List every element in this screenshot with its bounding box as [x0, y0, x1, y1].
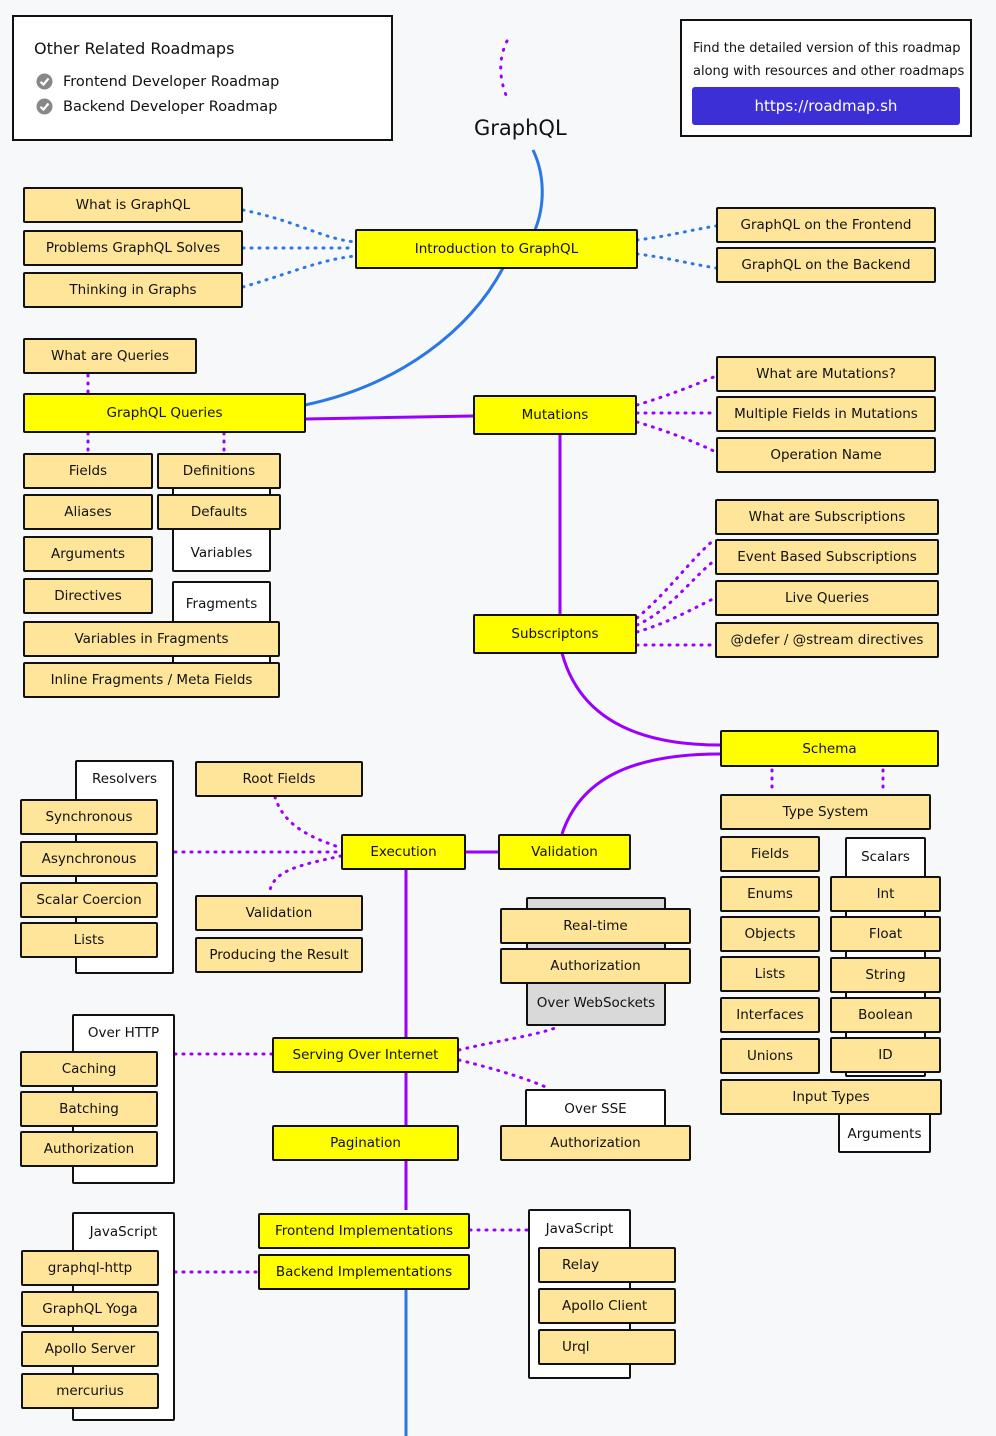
- variables-label: Variables: [190, 545, 253, 561]
- page-title: GraphQL: [474, 116, 567, 140]
- frontend-javascript-label: JavaScript: [545, 1221, 614, 1237]
- topic-apollo-server[interactable]: Apollo Server: [21, 1331, 159, 1367]
- related-roadmaps-heading: Other Related Roadmaps: [34, 39, 235, 58]
- related-roadmaps-panel: Other Related Roadmaps Frontend Develope…: [12, 15, 393, 141]
- topic-execution-validation[interactable]: Validation: [195, 895, 363, 931]
- topic-http-authorization[interactable]: Authorization: [20, 1131, 158, 1167]
- topic-graphql-on-backend[interactable]: GraphQL on the Backend: [716, 247, 936, 283]
- topic-producing-the-result[interactable]: Producing the Result: [195, 937, 363, 973]
- topic-int[interactable]: Int: [830, 876, 941, 912]
- topic-apollo-client[interactable]: Apollo Client: [538, 1288, 676, 1324]
- topic-input-types[interactable]: Input Types: [720, 1079, 942, 1115]
- topic-backend-implementations[interactable]: Backend Implementations: [258, 1254, 470, 1290]
- topic-arguments[interactable]: Arguments: [23, 536, 153, 572]
- topic-multiple-fields-in-mutations[interactable]: Multiple Fields in Mutations: [716, 396, 936, 432]
- topic-definitions[interactable]: Definitions: [157, 453, 281, 489]
- topic-urql[interactable]: Urql: [538, 1329, 676, 1365]
- topic-problems-graphql-solves[interactable]: Problems GraphQL Solves: [23, 230, 243, 266]
- topic-event-based-subscriptions[interactable]: Event Based Subscriptions: [715, 539, 939, 575]
- topic-sse-authorization[interactable]: Authorization: [500, 1125, 691, 1161]
- topic-inline-fragments[interactable]: Inline Fragments / Meta Fields: [23, 662, 280, 698]
- topic-frontend-implementations[interactable]: Frontend Implementations: [258, 1213, 470, 1249]
- topic-interfaces[interactable]: Interfaces: [720, 997, 820, 1033]
- topic-what-is-graphql[interactable]: What is GraphQL: [23, 187, 243, 223]
- topic-lists[interactable]: Lists: [720, 956, 820, 992]
- topic-synchronous[interactable]: Synchronous: [20, 799, 158, 835]
- topic-execution[interactable]: Execution: [341, 834, 466, 870]
- topic-what-are-mutations[interactable]: What are Mutations?: [716, 356, 936, 392]
- topic-type-system[interactable]: Type System: [720, 794, 931, 830]
- topic-graphql-queries[interactable]: GraphQL Queries: [23, 393, 306, 433]
- scalars-label: Scalars: [861, 849, 910, 865]
- topic-what-are-queries[interactable]: What are Queries: [23, 338, 197, 374]
- topic-enums[interactable]: Enums: [720, 876, 820, 912]
- topic-real-time[interactable]: Real-time: [500, 908, 691, 944]
- topic-graphql-http[interactable]: graphql-http: [21, 1250, 159, 1286]
- related-roadmap-label: Backend Developer Roadmap: [63, 98, 278, 115]
- topic-defer-stream-directives[interactable]: @defer / @stream directives: [715, 622, 939, 658]
- related-roadmap-link[interactable]: Backend Developer Roadmap: [36, 98, 277, 115]
- topic-fields[interactable]: Fields: [23, 453, 153, 489]
- topic-aliases[interactable]: Aliases: [23, 494, 153, 530]
- topic-graphql-yoga[interactable]: GraphQL Yoga: [21, 1291, 159, 1327]
- topic-unions[interactable]: Unions: [720, 1038, 820, 1074]
- promo-text-line: along with resources and other roadmaps: [693, 64, 965, 79]
- promo-text: Find the detailed version of this roadma…: [693, 37, 964, 83]
- backend-javascript-label: JavaScript: [89, 1224, 158, 1240]
- topic-relay[interactable]: Relay: [538, 1247, 676, 1283]
- topic-root-fields[interactable]: Root Fields: [195, 761, 363, 797]
- topic-id[interactable]: ID: [830, 1037, 941, 1073]
- topic-mutations[interactable]: Mutations: [473, 395, 637, 435]
- topic-batching[interactable]: Batching: [20, 1091, 158, 1127]
- topic-boolean[interactable]: Boolean: [830, 997, 941, 1033]
- topic-string[interactable]: String: [830, 957, 941, 993]
- check-circle-icon: [36, 98, 53, 115]
- topic-live-queries[interactable]: Live Queries: [715, 580, 939, 616]
- topic-directives[interactable]: Directives: [23, 578, 153, 614]
- fragments-label: Fragments: [185, 596, 258, 612]
- topic-operation-name[interactable]: Operation Name: [716, 437, 936, 473]
- topic-defaults[interactable]: Defaults: [157, 494, 281, 530]
- topic-asynchronous[interactable]: Asynchronous: [20, 841, 158, 877]
- topic-caching[interactable]: Caching: [20, 1051, 158, 1087]
- over-http-label: Over HTTP: [87, 1025, 160, 1041]
- topic-float[interactable]: Float: [830, 916, 941, 952]
- topic-what-are-subscriptions[interactable]: What are Subscriptions: [715, 499, 939, 535]
- topic-graphql-on-frontend[interactable]: GraphQL on the Frontend: [716, 207, 936, 243]
- promo-text-line: Find the detailed version of this roadma…: [693, 41, 961, 56]
- check-circle-icon: [36, 73, 53, 90]
- topic-introduction-to-graphql[interactable]: Introduction to GraphQL: [355, 229, 638, 269]
- over-sse-label: Over SSE: [564, 1101, 627, 1117]
- topic-serving-over-internet[interactable]: Serving Over Internet: [272, 1037, 459, 1073]
- topic-mercurius[interactable]: mercurius: [21, 1373, 159, 1409]
- related-roadmap-link[interactable]: Frontend Developer Roadmap: [36, 73, 279, 90]
- related-roadmap-label: Frontend Developer Roadmap: [63, 73, 280, 90]
- topic-thinking-in-graphs[interactable]: Thinking in Graphs: [23, 272, 243, 308]
- topic-scalar-coercion[interactable]: Scalar Coercion: [20, 882, 158, 918]
- promo-panel: Find the detailed version of this roadma…: [680, 19, 972, 137]
- resolvers-label: Resolvers: [91, 771, 157, 787]
- topic-pagination[interactable]: Pagination: [272, 1125, 459, 1161]
- topic-ws-authorization[interactable]: Authorization: [500, 948, 691, 984]
- topic-subscriptions[interactable]: Subscriptons: [473, 614, 637, 654]
- topic-objects[interactable]: Objects: [720, 916, 820, 952]
- arguments-group: [838, 1110, 931, 1153]
- roadmap-link-button[interactable]: https://roadmap.sh: [692, 87, 960, 125]
- topic-validation[interactable]: Validation: [498, 834, 631, 870]
- topic-schema-fields[interactable]: Fields: [720, 836, 820, 872]
- arguments-label: Arguments: [847, 1126, 922, 1142]
- topic-schema[interactable]: Schema: [720, 730, 939, 767]
- topic-variables-in-fragments[interactable]: Variables in Fragments: [23, 621, 280, 657]
- topic-execution-lists[interactable]: Lists: [20, 922, 158, 958]
